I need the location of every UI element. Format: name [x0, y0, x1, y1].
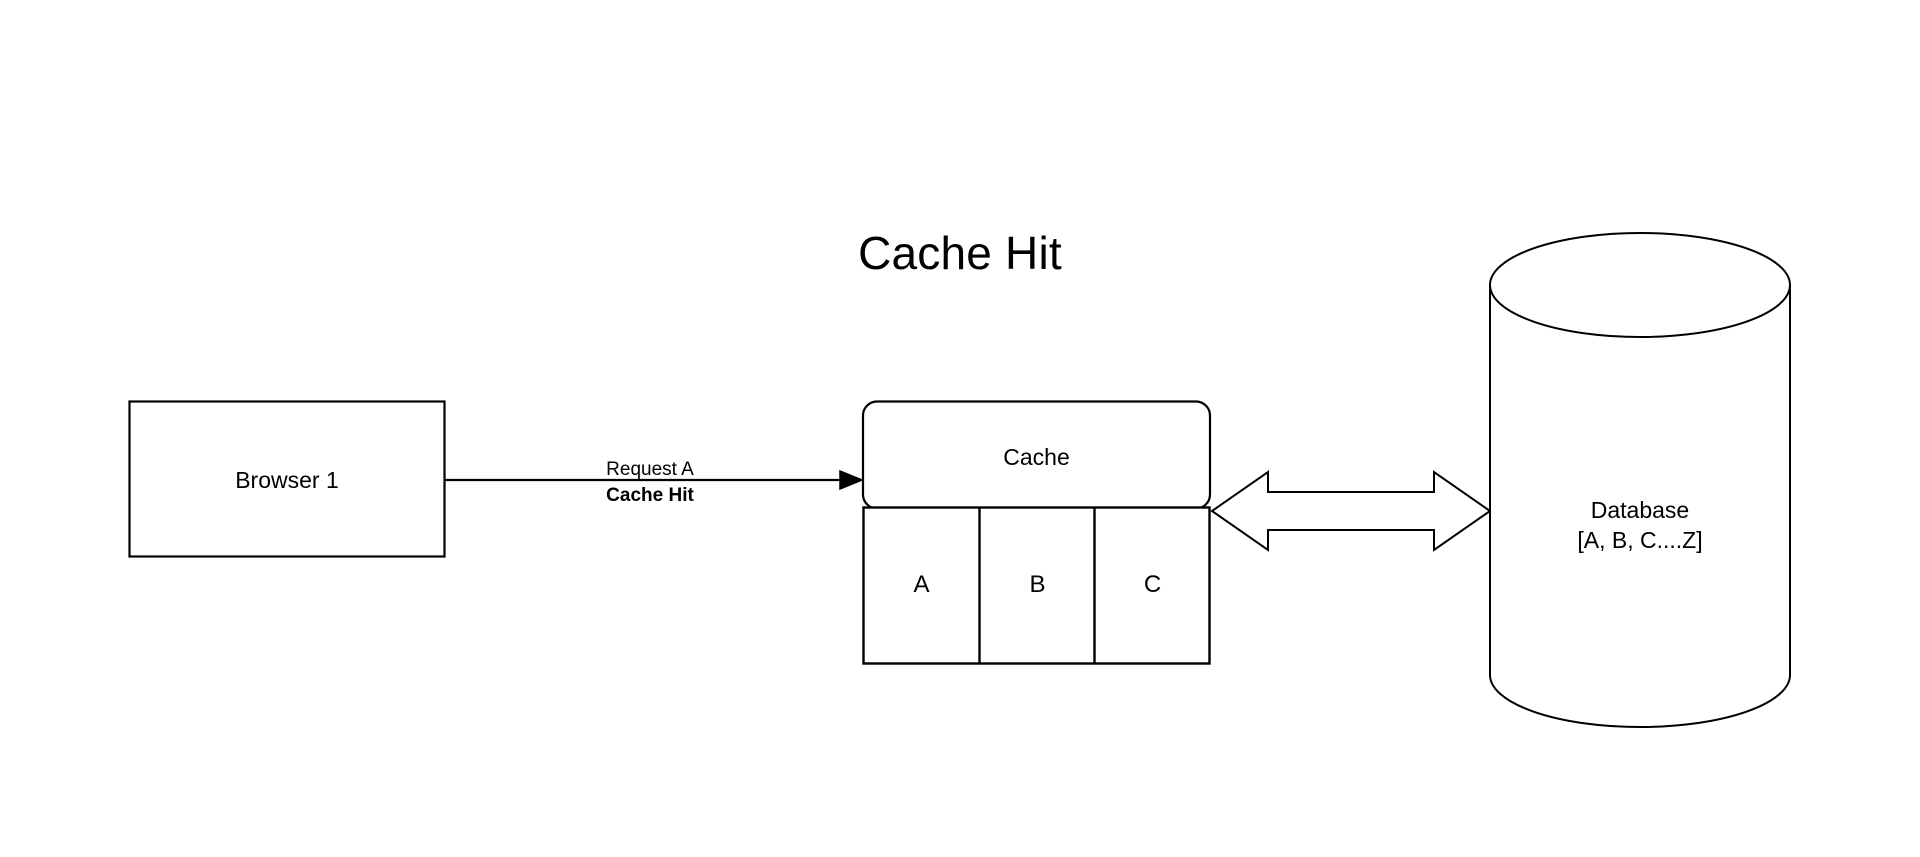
browser-node-label: Browser 1: [235, 467, 339, 493]
database-node-label-line1: Database: [1590, 497, 1690, 523]
database-top-ellipse: [1489, 232, 1791, 338]
cache-cells-container: [862, 506, 1211, 665]
browser-node-shape[interactable]: [128, 400, 446, 558]
database-node-shape[interactable]: [1489, 285, 1791, 728]
cache-cell-c-label[interactable]: C: [1143, 571, 1162, 598]
cache-cell-b-label[interactable]: B: [1029, 571, 1046, 598]
double-arrow-icon[interactable]: [1210, 470, 1492, 552]
cache-node-label: Cache: [1003, 444, 1070, 470]
page-title: Cache Hit: [858, 227, 1062, 279]
database-node-label-line2: [A, B, C....Z]: [1577, 527, 1703, 553]
request-edge-label-secondary: Cache Hit: [606, 485, 694, 506]
request-edge-label-primary: Request A: [606, 459, 694, 480]
arrow-right-icon: [839, 469, 864, 491]
cache-cell-a-label[interactable]: A: [913, 571, 930, 598]
